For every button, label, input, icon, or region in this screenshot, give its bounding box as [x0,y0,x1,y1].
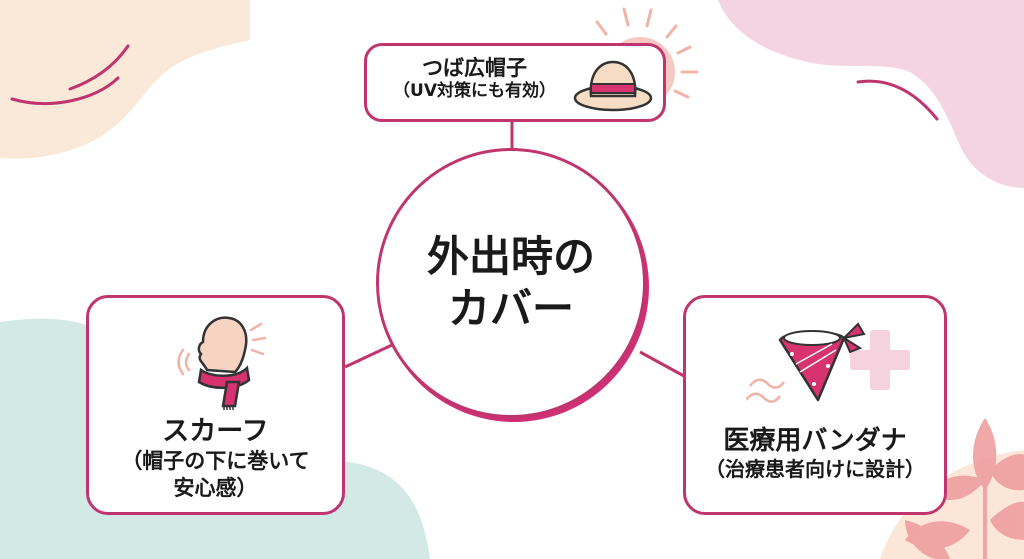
node-text: スカーフ （帽子の下に巻いて 安心感） [89,416,342,501]
center-title-line1: 外出時の [426,231,595,281]
head-with-scarf-icon [167,310,277,414]
teal-blob [0,318,100,559]
node-text: 医療用バンダナ （治療患者向けに設計） [686,426,944,482]
node-title: スカーフ [162,416,269,447]
accent-curve-icon [10,76,120,105]
node-text: つば広帽子 （UV対策にも有効） [377,56,572,102]
node-wide-brim-hat: つば広帽子 （UV対策にも有効） [364,43,666,122]
center-node: 外出時の カバー [376,148,646,418]
bandana-icon [745,320,926,424]
node-scarf: スカーフ （帽子の下に巻いて 安心感） [86,295,345,515]
node-subtitle: （帽子の下に巻いて [121,449,310,474]
pink-blob [718,0,1024,188]
node-subtitle-cont: 安心感） [173,475,258,500]
accent-curve-icon [856,79,939,121]
medical-cross-icon [850,330,910,390]
node-title: つば広帽子 [422,56,527,80]
connector-left [344,343,393,369]
node-title: 医療用バンダナ [723,426,907,456]
connector-right [639,350,685,378]
node-subtitle: （UV対策にも有効） [393,81,556,102]
sun-hat-icon [571,52,655,120]
node-subtitle: （治療患者向けに設計） [705,457,925,482]
peach-blob [0,0,250,159]
node-medical-bandana: 医療用バンダナ （治療患者向けに設計） [683,295,947,515]
center-title-line2: カバー [447,284,574,333]
accent-curve-icon [68,44,130,91]
